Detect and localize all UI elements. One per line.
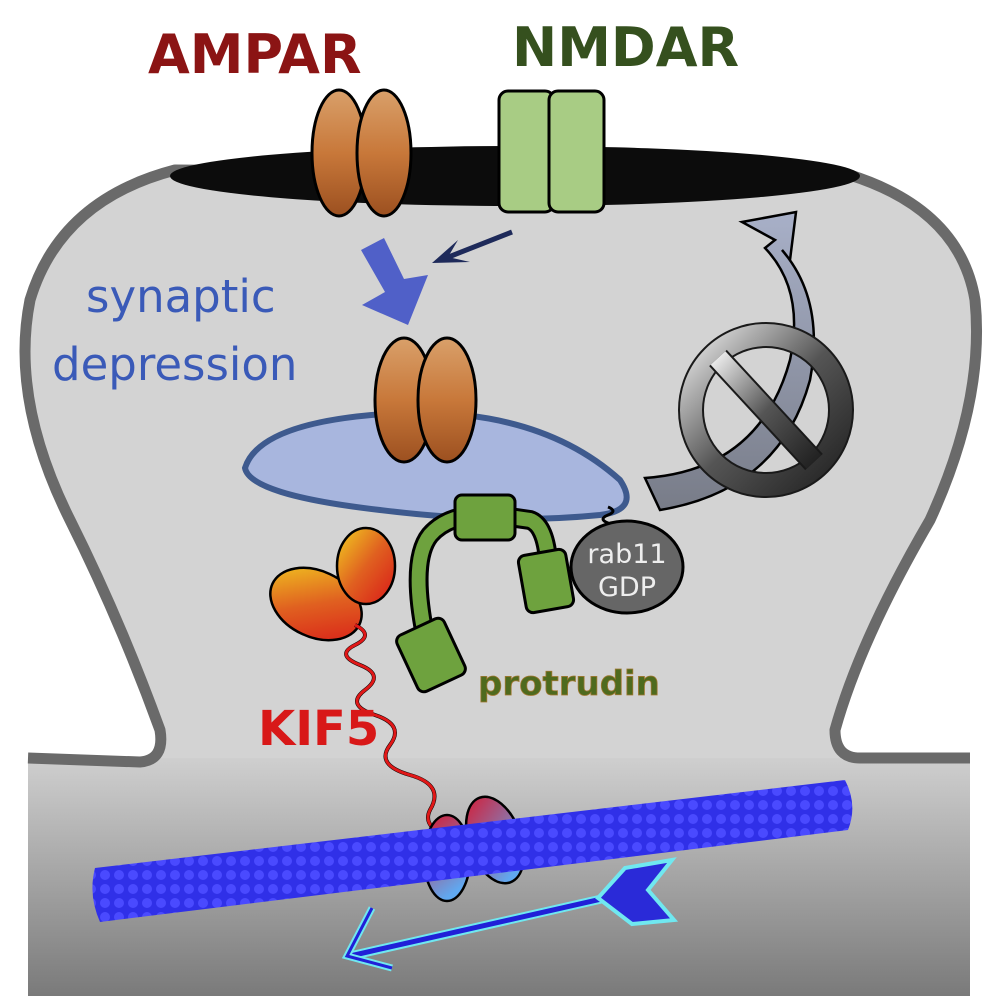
prohibition-icon — [678, 322, 854, 498]
nmdar-signal-arrow — [432, 229, 513, 263]
nmdar-receptor — [497, 89, 606, 214]
rab11-gdp: rab11 GDP — [569, 519, 685, 615]
ampar-receptor-internalized — [373, 336, 478, 464]
label-kif5: KIF5 — [258, 701, 379, 757]
arrow-left-icon — [341, 857, 679, 972]
label-depression: depression — [52, 338, 297, 391]
label-gdp: GDP — [598, 572, 656, 603]
label-nmdar: NMDAR — [512, 16, 739, 79]
label-synaptic: synaptic — [86, 270, 276, 323]
label-protrudin: protrudin — [478, 664, 660, 704]
ampar-receptor-membrane — [310, 88, 413, 218]
internalization-arrow — [361, 238, 428, 325]
label-rab11: rab11 — [587, 539, 666, 570]
recycling-endosome — [241, 409, 630, 522]
microtubule — [92, 780, 853, 922]
label-ampar: AMPAR — [148, 23, 362, 86]
protrudin — [395, 493, 576, 694]
